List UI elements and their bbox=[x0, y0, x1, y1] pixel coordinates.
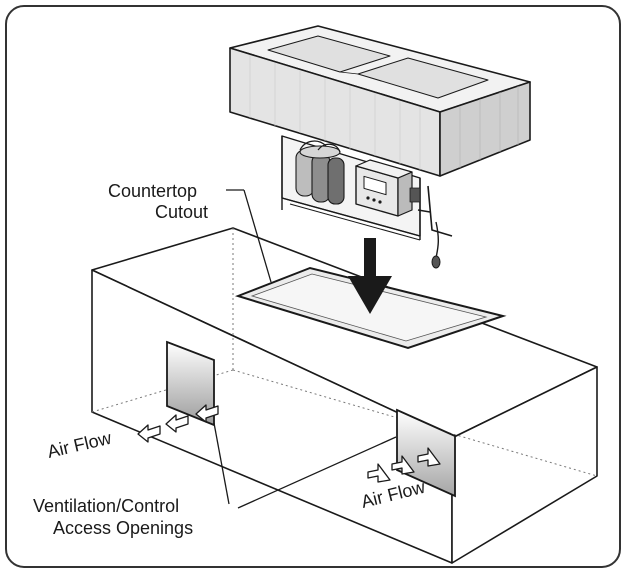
compressor bbox=[295, 140, 345, 205]
counter-box bbox=[91, 227, 598, 564]
pan-well-left bbox=[267, 35, 391, 73]
ventilation-opening-right bbox=[396, 408, 456, 498]
control-box bbox=[355, 159, 421, 217]
label-access-openings: Access Openings bbox=[53, 518, 193, 538]
leader-ventilation-right bbox=[237, 436, 397, 509]
airflow-arrows-left bbox=[137, 404, 219, 443]
airflow-arrows-right bbox=[367, 447, 441, 483]
label-cutout: Cutout bbox=[155, 202, 208, 222]
install-arrow bbox=[348, 238, 392, 314]
leader-lines bbox=[213, 189, 397, 509]
counter-side-face bbox=[451, 366, 598, 564]
pan-well-right bbox=[357, 57, 489, 99]
drain-line bbox=[427, 185, 453, 237]
control-knob bbox=[409, 187, 421, 203]
leader-ventilation-left bbox=[213, 422, 230, 505]
label-countertop: Countertop bbox=[108, 181, 197, 201]
drop-in-unit bbox=[229, 25, 531, 269]
counter-hidden-edges bbox=[91, 228, 598, 477]
label-ventilation: Ventilation/Control bbox=[33, 496, 179, 516]
